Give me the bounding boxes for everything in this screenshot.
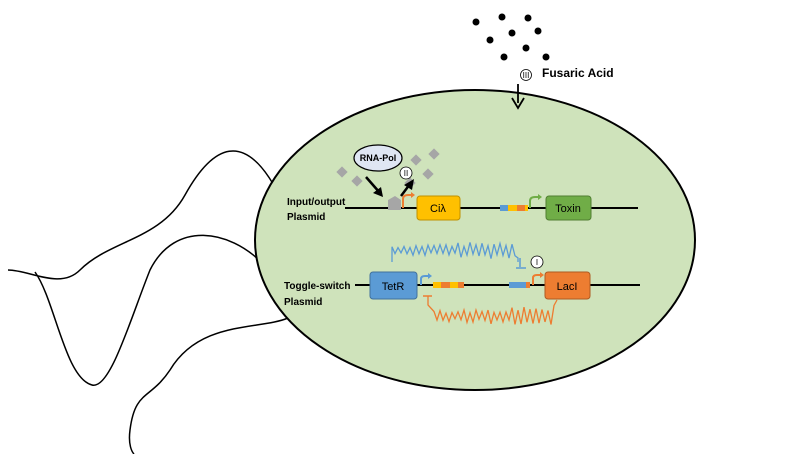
svg-text:I: I	[536, 258, 538, 267]
ci-gene-label: Ciλ	[430, 203, 446, 215]
inducible-promoter	[388, 196, 401, 210]
step-i-marker: I	[530, 255, 544, 269]
toggle-switch-plasmid-label-line2: Plasmid	[284, 297, 322, 308]
bacterial-cell	[254, 89, 696, 391]
ci-promoter-arrow	[402, 194, 412, 208]
laci-repression-signal	[427, 296, 558, 325]
tetr-repression-signal	[391, 240, 519, 262]
ci-gene	[416, 195, 461, 221]
tetr-operator-blocks	[509, 282, 530, 288]
toxin-gene-label: Toxin	[555, 203, 581, 215]
toxin-promoter-arrow	[529, 196, 539, 208]
svg-text:II: II	[404, 169, 408, 178]
step-ii-marker: II	[399, 166, 413, 180]
step-iii-marker: III	[520, 69, 532, 81]
toxin-gene	[545, 195, 592, 221]
input-output-plasmid-label-line1: Input/output	[287, 197, 346, 208]
laci-promoter-arrow	[532, 274, 541, 285]
tetr-side-promoter-arrow	[420, 275, 429, 285]
transcription-arrow	[400, 179, 414, 197]
fusaric-acid-label: Fusaric Acid	[542, 66, 614, 80]
laci-operator-blocks	[433, 282, 464, 288]
laci-gene	[544, 271, 591, 300]
toggle-switch-plasmid-label-line1: Toggle-switch	[284, 281, 350, 292]
rna-pol-binding-arrow	[365, 176, 383, 197]
laci-gene-label: LacI	[557, 281, 578, 293]
tetr-gene-label: TetR	[382, 281, 405, 293]
fusaric-acid-entry-arrow	[511, 84, 525, 110]
fusaric-acid-molecules	[472, 13, 550, 61]
tetr-gene	[369, 271, 418, 300]
flagella	[7, 150, 289, 454]
input-output-plasmid-label-line2: Plasmid	[287, 212, 325, 223]
svg-text:III: III	[523, 71, 530, 80]
flagellum-top	[7, 150, 285, 280]
flagellum-middle	[34, 234, 263, 386]
svg-text:RNA-Pol: RNA-Pol	[360, 153, 397, 163]
rna-pol: RNA-Pol	[353, 144, 403, 172]
ci-operator-blocks	[500, 205, 528, 211]
flagellum-bottom	[128, 317, 289, 454]
